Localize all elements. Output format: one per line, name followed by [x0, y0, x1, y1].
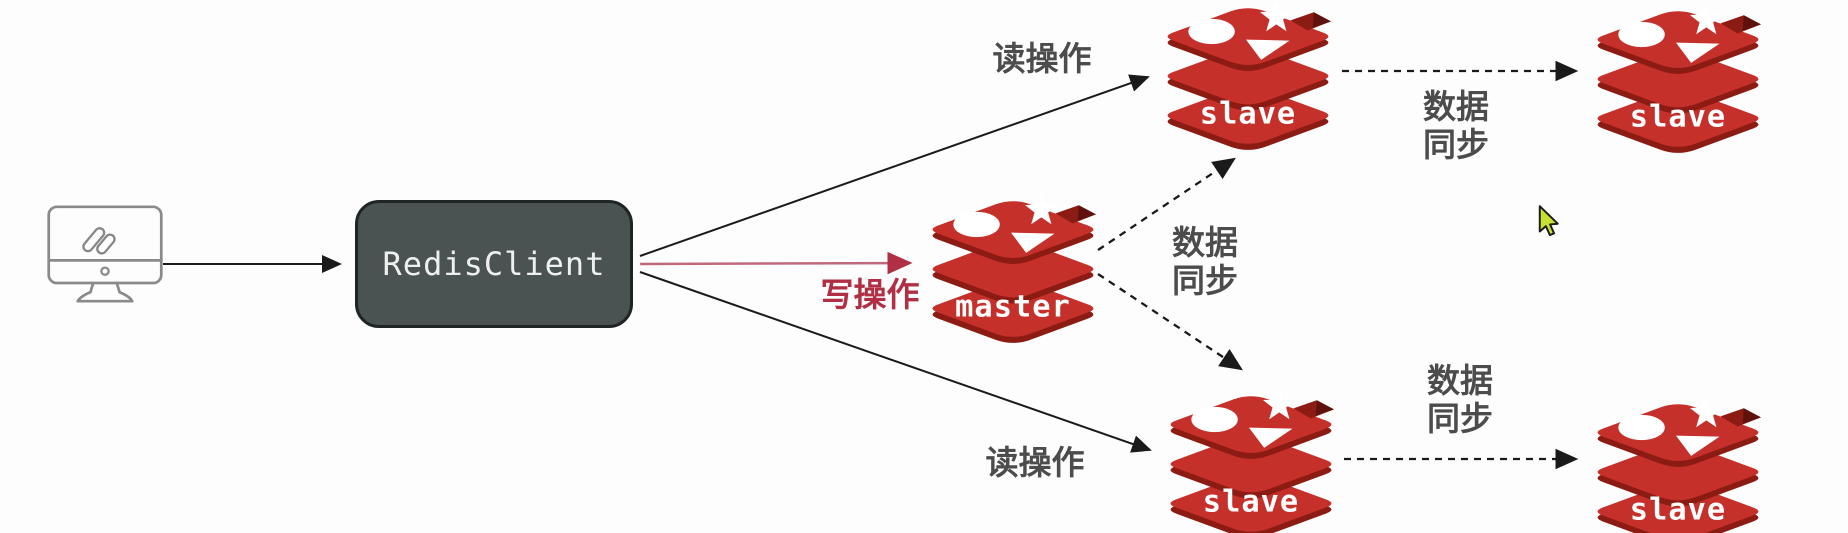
node-label: master	[955, 290, 1071, 325]
node-label: slave	[1200, 97, 1296, 132]
edge-client-to-slave-top	[639, 74, 1150, 257]
node-label: slave	[1630, 100, 1726, 135]
write-ops-label: 写操作	[820, 276, 920, 313]
redis-icon: master	[932, 193, 1096, 343]
pen-icon	[82, 227, 116, 255]
sync-label-master: 数据 同步	[1172, 224, 1238, 300]
read-ops-label-top: 读操作	[992, 40, 1092, 77]
redis-client-label: RedisClient	[382, 245, 606, 283]
mouse-cursor-icon	[1537, 205, 1561, 242]
edge-client-to-master	[639, 251, 913, 275]
sync-label-line2: 同步	[1172, 262, 1238, 299]
computer-icon	[47, 205, 163, 303]
slave-bottom-node: slave	[1165, 388, 1337, 533]
sync-label-line2: 同步	[1423, 126, 1489, 163]
read-ops-label-bottom: 读操作	[985, 444, 1085, 481]
sync-label-line2: 同步	[1427, 400, 1493, 437]
redis-icon: slave	[1597, 396, 1761, 533]
client-computer	[46, 204, 164, 309]
edge-master-to-slave-bottom-sync	[1097, 273, 1243, 371]
sync-label-bottom: 数据 同步	[1427, 362, 1493, 438]
slave-right-bottom-node: slave	[1592, 396, 1764, 533]
redis-client-node: RedisClient	[355, 200, 633, 328]
redis-icon: slave	[1597, 3, 1761, 153]
redis-icon: slave	[1170, 388, 1334, 533]
sync-label-line1: 数据	[1423, 88, 1489, 125]
edge-master-to-slave-top-sync	[1097, 157, 1236, 251]
node-label: slave	[1630, 493, 1726, 528]
slave-right-top-node: slave	[1592, 3, 1764, 153]
redis-icon: slave	[1167, 0, 1331, 150]
sync-label-line1: 数据	[1427, 362, 1493, 399]
sync-label-line1: 数据	[1172, 224, 1238, 261]
edge-client-to-slave-bottom	[639, 271, 1152, 453]
sync-label-top: 数据 同步	[1423, 88, 1489, 164]
node-label: slave	[1203, 485, 1299, 520]
master-node: master	[927, 193, 1099, 343]
slave-top-node: slave	[1162, 0, 1334, 150]
